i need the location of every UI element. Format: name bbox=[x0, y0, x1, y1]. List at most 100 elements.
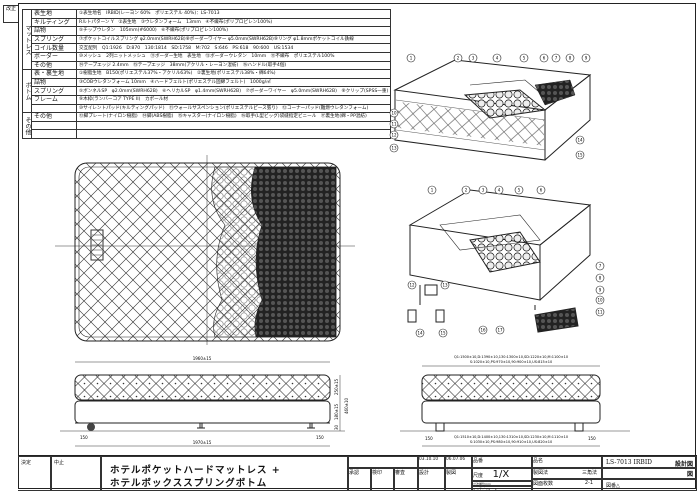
end-top-dim-1: Q1:1500±10,D:1390±10,130:1300±10,SD:1220… bbox=[454, 355, 568, 359]
bottom-width-dim: 1970±15 bbox=[193, 440, 212, 445]
boxspring-cutaway-view bbox=[407, 189, 592, 333]
callout-circle bbox=[427, 185, 437, 195]
callout-number: 2 bbox=[457, 56, 460, 61]
callout-number: 7 bbox=[599, 264, 602, 269]
callout-number: 3 bbox=[482, 188, 485, 193]
bottom-height-dim: 180±15 bbox=[334, 403, 339, 420]
callout-circle bbox=[536, 185, 546, 195]
callout-number: 15 bbox=[577, 153, 583, 158]
product-name-line2: ホテルボックススプリングボトム bbox=[110, 478, 268, 489]
mattress-cutaway-view bbox=[393, 59, 592, 161]
callout-circle bbox=[575, 150, 585, 160]
product-name-line1: ホテルポケットハードマットレス + bbox=[110, 465, 281, 476]
sheets-value: 2-1 bbox=[584, 480, 593, 486]
callout-circle bbox=[461, 185, 471, 195]
callout-circle bbox=[575, 135, 585, 145]
side-view: 1960±15 1970±15 150 150 250±15 180±15 30… bbox=[60, 356, 349, 447]
design-label: 設計 bbox=[419, 470, 430, 476]
title-block: 決定 中止 ホテルポケットハードマットレス + ホテルボックススプリングボトム … bbox=[18, 455, 697, 491]
callout-circle bbox=[595, 285, 605, 295]
scale-label: 尺度 bbox=[473, 473, 484, 479]
callout-number: 1 bbox=[410, 56, 413, 61]
part-no-label: 品番 bbox=[473, 458, 484, 464]
callout-circle bbox=[440, 280, 450, 290]
callout-number: 1 bbox=[431, 188, 434, 193]
end-bottom-dim-2: S:1030±10,PS:980±10,90:910±10,US:820±10 bbox=[470, 440, 552, 444]
mattress-height-dim: 250±15 bbox=[334, 378, 339, 395]
unit-note-1: 寸法単位mm bbox=[472, 481, 532, 486]
callout-number: 4 bbox=[498, 188, 501, 193]
callout-number: 12 bbox=[409, 283, 415, 288]
callout-circle bbox=[389, 143, 399, 153]
callout-number: 12 bbox=[391, 133, 397, 138]
callout-circle bbox=[406, 53, 416, 63]
callout-number: 10 bbox=[391, 111, 397, 116]
callout-circle bbox=[492, 53, 502, 63]
end-top-dim-2: S:1020±10,PS:970±10,90:900±10,US:815±10 bbox=[470, 360, 552, 364]
callout-circle bbox=[415, 328, 425, 338]
callout-number: 13 bbox=[391, 146, 397, 151]
top-width-dim: 1960±15 bbox=[193, 356, 212, 361]
leg-offset-left: 150 bbox=[80, 435, 88, 440]
sheets-label: 図面枚数 bbox=[533, 481, 554, 487]
callout-circle bbox=[595, 273, 605, 283]
callout-circle bbox=[453, 53, 463, 63]
callout-circle bbox=[514, 185, 524, 195]
name-label: 品名 bbox=[533, 458, 544, 464]
projection-label: 製図法 bbox=[533, 470, 549, 476]
callout-number: 13 bbox=[442, 283, 448, 288]
end-leg-offset-right: 150 bbox=[588, 436, 596, 441]
callout-circle bbox=[539, 53, 549, 63]
doc-type: 設計図 bbox=[674, 461, 693, 468]
callout-circle bbox=[478, 325, 488, 335]
drawing-number: 図番△ bbox=[606, 483, 620, 489]
callout-number: 10 bbox=[597, 298, 603, 303]
date-design: 03.10.10 bbox=[418, 456, 445, 468]
callout-circle bbox=[494, 185, 504, 195]
callout-circle bbox=[519, 53, 529, 63]
total-height-dim: 460±10 bbox=[344, 397, 349, 414]
scale-value: 1/X bbox=[492, 469, 510, 480]
inspect-label: 検印 bbox=[372, 470, 383, 476]
callout-circle bbox=[581, 53, 591, 63]
callout-number: 7 bbox=[555, 56, 558, 61]
date-draw: 06.07.06 bbox=[445, 456, 472, 468]
callout-number: 5 bbox=[523, 56, 526, 61]
callout-circle bbox=[438, 328, 448, 338]
plan-view bbox=[55, 155, 355, 345]
callout-circle bbox=[495, 325, 505, 335]
decision-label: 決定 bbox=[21, 460, 32, 466]
callout-number: 9 bbox=[599, 288, 602, 293]
figure-label: 図 bbox=[686, 471, 693, 478]
callout-circle bbox=[389, 130, 399, 140]
callout-number: 11 bbox=[391, 122, 397, 127]
leg-offset-right: 150 bbox=[316, 435, 324, 440]
model-number: LS-7013 IRBID bbox=[606, 459, 652, 466]
end-view: Q1:1500±10,D:1390±10,130:1300±10,SD:1220… bbox=[400, 355, 630, 447]
callout-number: 2 bbox=[465, 188, 468, 193]
callout-number: 16 bbox=[480, 328, 486, 333]
callout-circle bbox=[595, 261, 605, 271]
approve-label: 承認 bbox=[349, 470, 360, 476]
callout-number: 8 bbox=[569, 56, 572, 61]
callout-number: 4 bbox=[496, 56, 499, 61]
callout-number: 5 bbox=[518, 188, 521, 193]
callout-number: 17 bbox=[497, 328, 503, 333]
projection-value: 三角法 bbox=[581, 470, 597, 476]
drawing-frame bbox=[18, 3, 696, 489]
callout-circle bbox=[565, 53, 575, 63]
callout-number: 15 bbox=[440, 331, 446, 336]
callout-number: 3 bbox=[472, 56, 475, 61]
leg-height-dim: 30 bbox=[334, 424, 339, 430]
callout-number: 6 bbox=[543, 56, 546, 61]
stop-label: 中止 bbox=[54, 460, 65, 466]
callout-circle bbox=[595, 307, 605, 317]
unit-note-2: インチ／フィート bbox=[472, 486, 532, 491]
callout-number: 11 bbox=[597, 310, 603, 315]
callout-number: 6 bbox=[540, 188, 543, 193]
callout-circle bbox=[389, 119, 399, 129]
